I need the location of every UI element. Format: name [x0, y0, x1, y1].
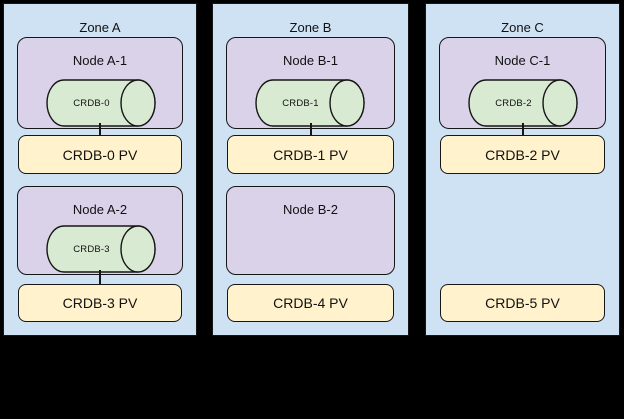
connector-line [521, 123, 524, 137]
node-a2-box: Node A-2 CRDB-3 [17, 186, 183, 275]
node-b2-box: Node B-2 [226, 186, 395, 275]
crdb-3-cylinder-label: CRDB-3 [73, 243, 110, 255]
connector-line [99, 270, 101, 285]
zone-b-label: Zone B [289, 20, 332, 35]
node-a2-label: Node A-2 [72, 202, 128, 217]
crdb-0-cylinder-label: CRDB-0 [73, 97, 110, 109]
crdb-4-pv-box: CRDB-4 PV [227, 284, 394, 322]
node-b2-label: Node B-2 [283, 202, 338, 217]
crdb-3-pv-box: CRDB-3 PV [18, 284, 182, 322]
node-a1-box: Node A-1 CRDB-0 [17, 37, 183, 129]
crdb-0-cylinder-icon: CRDB-0 [46, 79, 156, 127]
node-c1-box: Node C-1 CRDB-2 [439, 37, 606, 129]
zone-c-container: Zone C Node C-1 CRDB-2 CRDB-2 PV CRDB-5 … [425, 3, 620, 336]
crdb-1-pv-box: CRDB-1 PV [227, 135, 394, 174]
zone-c-label: Zone C [501, 20, 544, 35]
node-c1-label: Node C-1 [494, 53, 551, 68]
crdb-2-cylinder-label: CRDB-2 [495, 97, 532, 109]
zone-a-container: Zone A Node A-1 CRDB-0 CRDB-0 PV Node A-… [3, 3, 197, 336]
crdb-1-cylinder-label: CRDB-1 [282, 97, 319, 109]
node-b1-label: Node B-1 [283, 53, 338, 68]
connector-line [309, 123, 312, 137]
crdb-3-cylinder-icon: CRDB-3 [46, 225, 156, 273]
crdb-2-cylinder-icon: CRDB-2 [468, 79, 578, 127]
crdb-0-pv-box: CRDB-0 PV [18, 135, 182, 174]
crdb-1-cylinder-icon: CRDB-1 [255, 79, 365, 127]
connector-line [99, 123, 101, 137]
node-a1-label: Node A-1 [72, 53, 128, 68]
zone-a-label: Zone A [79, 20, 121, 35]
node-b1-box: Node B-1 CRDB-1 [226, 37, 395, 129]
crdb-2-pv-box: CRDB-2 PV [440, 135, 605, 174]
zone-b-container: Zone B Node B-1 CRDB-1 CRDB-1 PV Node B-… [212, 3, 409, 336]
crdb-5-pv-box: CRDB-5 PV [440, 284, 605, 322]
